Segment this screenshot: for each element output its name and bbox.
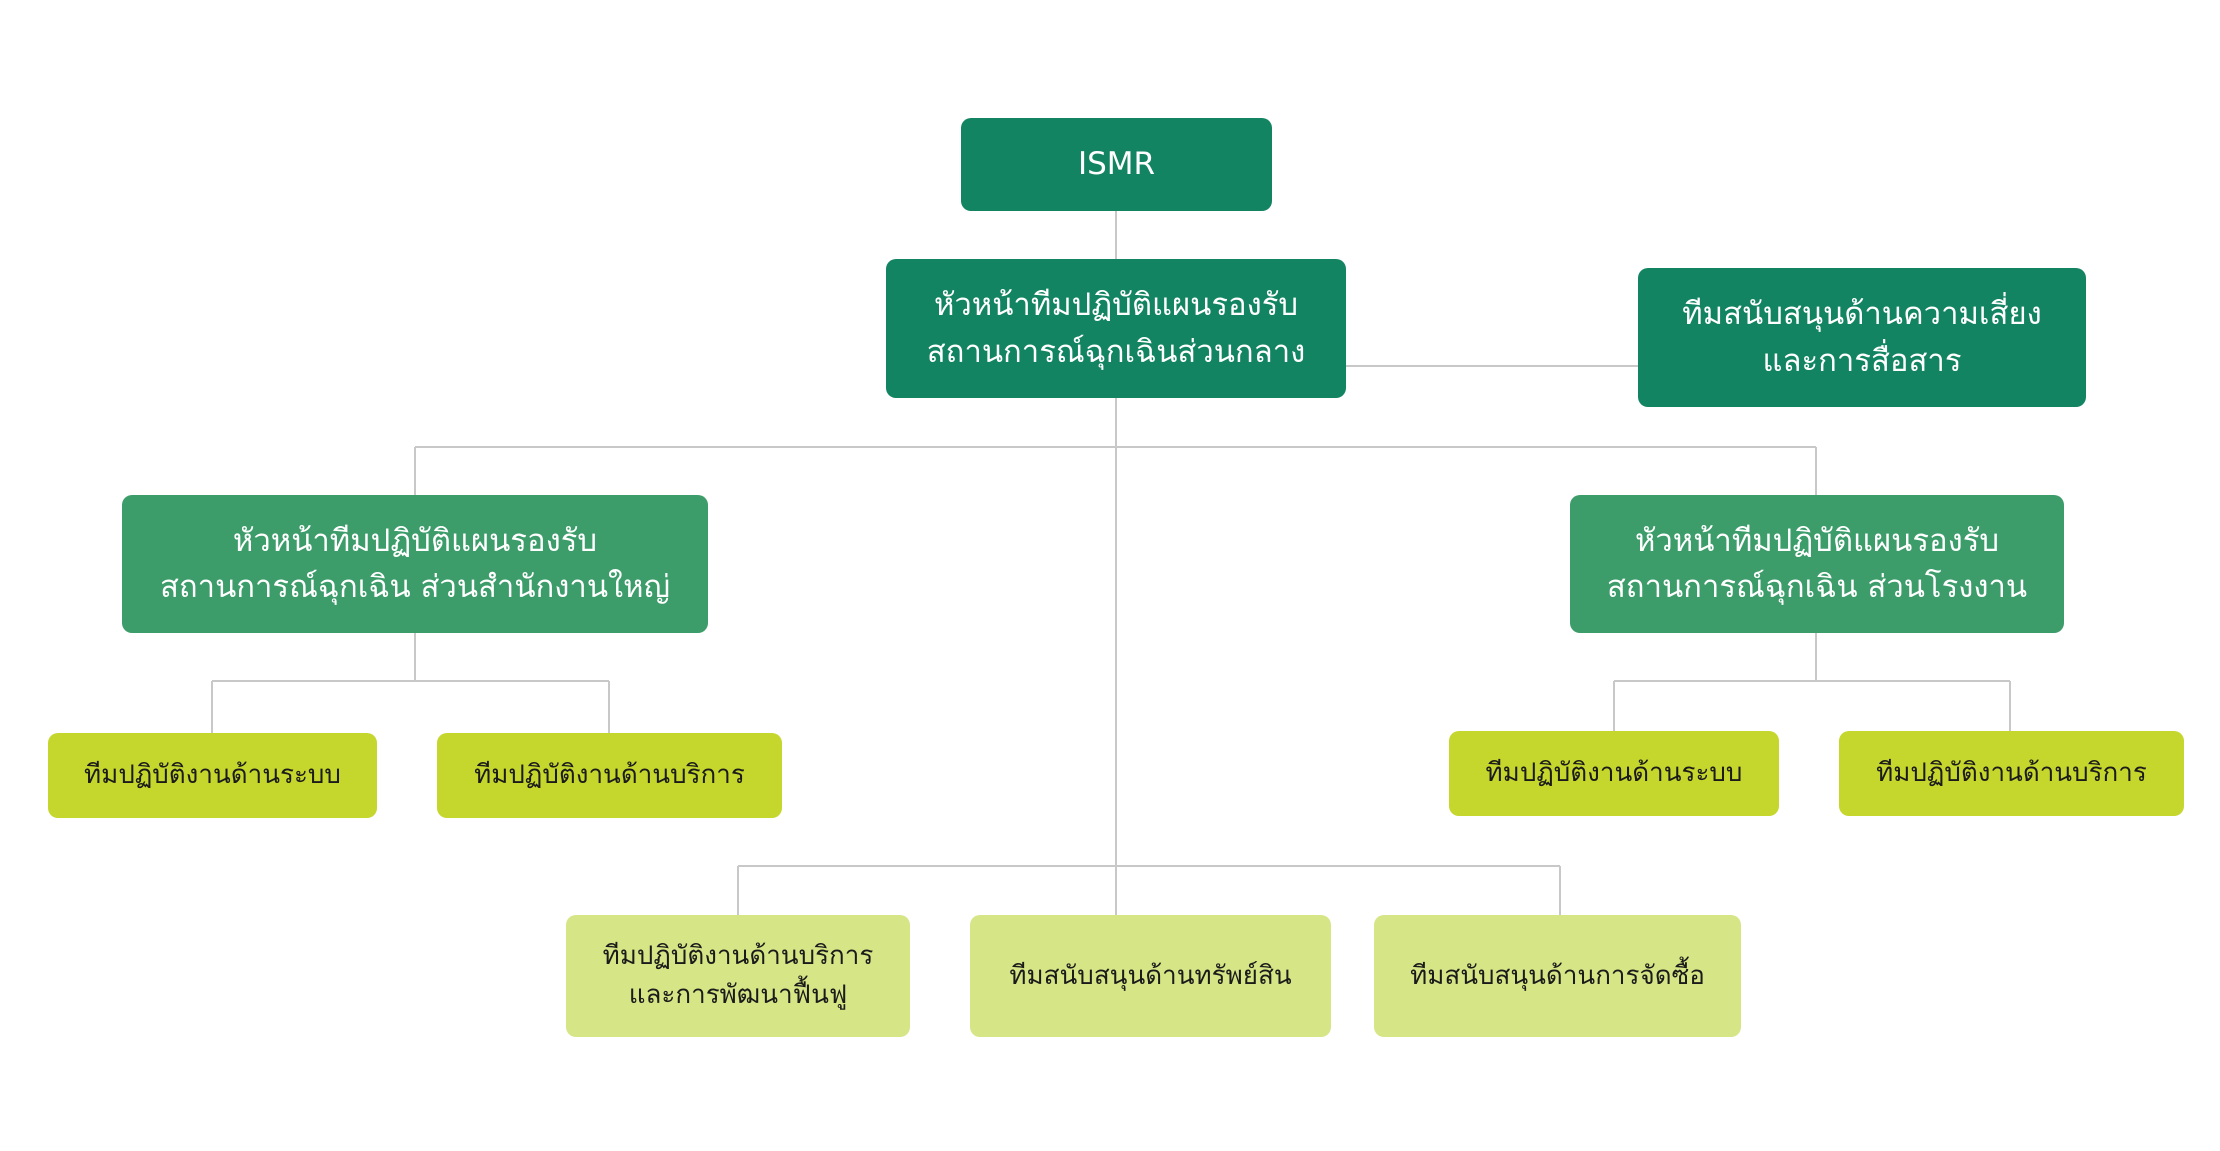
node-central-asset-team-label: ทีมสนับสนุนด้านทรัพย์สิน — [1009, 960, 1292, 991]
node-hq-service-team: ทีมปฏิบัติงานด้านบริการ — [437, 733, 782, 818]
node-central-asset-team: ทีมสนับสนุนด้านทรัพย์สิน — [970, 915, 1331, 1037]
node-risk-communication-support: ทีมสนับสนุนด้านความเสี่ยง และการสื่อสาร — [1638, 268, 2086, 407]
node-central-head-label: หัวหน้าทีมปฏิบัติแผนรองรับ สถานการณ์ฉุกเ… — [926, 287, 1306, 370]
node-plant-system-team: ทีมปฏิบัติงานด้านระบบ — [1449, 731, 1779, 816]
node-risk-communication-support-label: ทีมสนับสนุนด้านความเสี่ยง และการสื่อสาร — [1682, 296, 2042, 379]
node-plant-service-team: ทีมปฏิบัติงานด้านบริการ — [1839, 731, 2184, 816]
node-central-head: หัวหน้าทีมปฏิบัติแผนรองรับ สถานการณ์ฉุกเ… — [886, 259, 1346, 398]
node-central-service-rehab-team-label: ทีมปฏิบัติงานด้านบริการ และการพัฒนาฟื้นฟ… — [602, 941, 874, 1010]
node-central-procurement-team-label: ทีมสนับสนุนด้านการจัดซื้อ — [1410, 960, 1705, 991]
node-ismr-label: ISMR — [1077, 146, 1156, 183]
node-plant-head-label: หัวหน้าทีมปฏิบัติแผนรองรับ สถานการณ์ฉุกเ… — [1606, 522, 2028, 606]
node-hq-system-team: ทีมปฏิบัติงานด้านระบบ — [48, 733, 377, 818]
node-plant-system-team-label: ทีมปฏิบัติงานด้านระบบ — [1485, 758, 1743, 788]
node-central-procurement-team: ทีมสนับสนุนด้านการจัดซื้อ — [1374, 915, 1741, 1037]
node-plant-service-team-label: ทีมปฏิบัติงานด้านบริการ — [1876, 758, 2147, 788]
node-hq-system-team-label: ทีมปฏิบัติงานด้านระบบ — [84, 760, 341, 790]
node-plant-head: หัวหน้าทีมปฏิบัติแผนรองรับ สถานการณ์ฉุกเ… — [1570, 495, 2064, 633]
node-central-service-rehab-team: ทีมปฏิบัติงานด้านบริการ และการพัฒนาฟื้นฟ… — [566, 915, 910, 1037]
node-hq-service-team-label: ทีมปฏิบัติงานด้านบริการ — [474, 760, 745, 790]
node-hq-head-label: หัวหน้าทีมปฏิบัติแผนรองรับ สถานการณ์ฉุกเ… — [159, 522, 671, 606]
node-hq-head: หัวหน้าทีมปฏิบัติแผนรองรับ สถานการณ์ฉุกเ… — [122, 495, 708, 633]
node-ismr: ISMR — [961, 118, 1272, 211]
